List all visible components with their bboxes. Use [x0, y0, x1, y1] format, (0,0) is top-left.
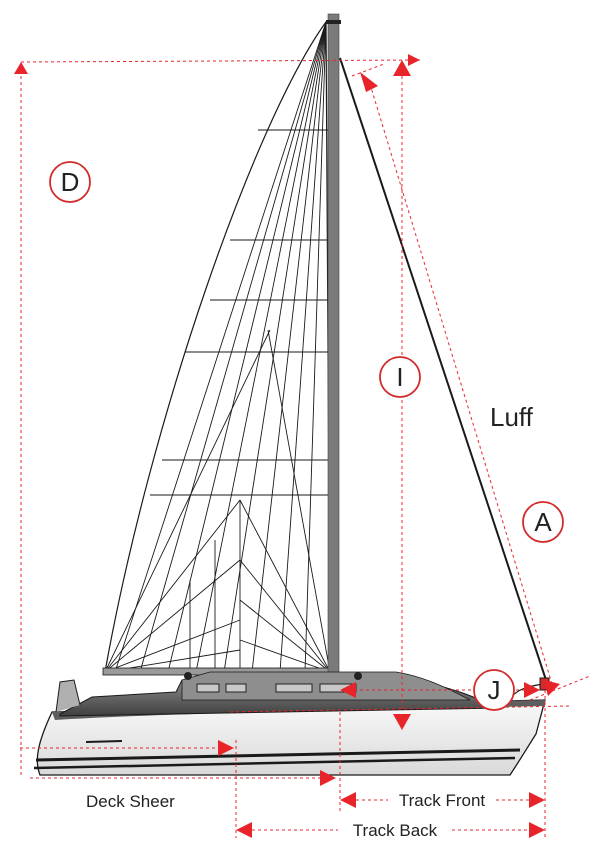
label-a-marker: A	[522, 501, 564, 543]
stern-rail	[55, 679, 81, 713]
hull-stripe-thin	[85, 740, 123, 743]
arrow-i-top	[393, 60, 411, 76]
arrow-deck-sheer	[218, 740, 234, 756]
dim-a-tick-bottom	[529, 675, 591, 701]
window-1	[196, 683, 220, 693]
arrow-j-left	[340, 682, 356, 698]
hull-stripe-1	[35, 748, 521, 762]
arrow-deck-sheer-2	[320, 770, 336, 786]
arrow-track-front-l	[340, 792, 356, 808]
arrow-track-front-r	[529, 792, 545, 808]
arrow-a-bottom	[544, 680, 560, 696]
mainsail	[104, 20, 331, 673]
label-track-front: Track Front	[399, 791, 486, 810]
mast	[327, 13, 340, 697]
arrow-a-top	[360, 72, 378, 92]
label-a: A	[534, 507, 552, 537]
dim-a-line	[369, 83, 553, 685]
label-i: I	[396, 362, 403, 392]
arrow-d-right	[408, 54, 420, 66]
hull-stripe-2	[33, 756, 516, 770]
label-d-marker: D	[49, 161, 91, 203]
winch-aft	[184, 672, 192, 680]
label-track-back: Track Back	[353, 821, 438, 840]
arrow-j-right	[524, 682, 540, 698]
label-j-marker: J	[473, 669, 515, 711]
arrow-track-back-l	[236, 822, 252, 838]
deck-baseline	[229, 705, 571, 713]
label-luff: Luff	[490, 402, 534, 432]
cabin-windows	[196, 683, 357, 693]
label-i-marker: I	[379, 356, 421, 398]
label-deck-sheer: Deck Sheer	[86, 792, 175, 811]
dim-d-top	[20, 59, 421, 63]
mast-head	[326, 20, 341, 24]
arrow-i-bottom	[393, 714, 411, 730]
arrow-d-top	[14, 62, 28, 74]
label-d: D	[61, 167, 80, 197]
label-j: J	[488, 675, 501, 705]
hull	[33, 671, 550, 776]
dim-a-tick-top	[351, 63, 385, 77]
arrow-track-back-r	[529, 822, 545, 838]
arrowheads	[14, 54, 560, 838]
mainsail-outline	[104, 20, 331, 673]
window-3	[275, 683, 313, 693]
dimension-lines	[20, 59, 591, 838]
forestay-luff	[339, 57, 547, 681]
window-2	[225, 683, 247, 693]
winch-mast	[354, 672, 362, 680]
